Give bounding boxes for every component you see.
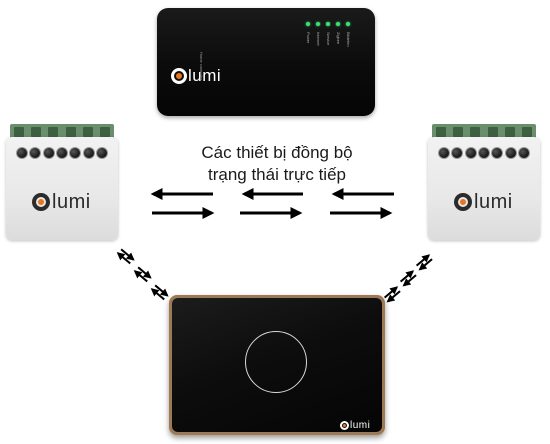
double-arrow-icon: [150, 284, 169, 301]
screw-row: [438, 147, 530, 161]
caption-line-1: Các thiết bị đồng bộ: [201, 143, 353, 162]
relay-module-right: lumi: [428, 124, 540, 240]
touch-switch: lumi: [169, 295, 385, 435]
led-dot: [336, 22, 340, 26]
double-arrow-icon: [133, 266, 152, 283]
brand-name: lumi: [474, 190, 513, 213]
lumi-mark-icon: [454, 193, 472, 211]
led-indicator: Internet: [315, 22, 322, 66]
lumi-logo: lumi: [32, 191, 91, 213]
screw-row: [16, 147, 108, 161]
led-dot: [306, 22, 310, 26]
relay-body: lumi: [428, 137, 540, 240]
relay-module-left: lumi: [6, 124, 118, 240]
led-label: Bitdefen: [346, 32, 351, 47]
sync-caption: Các thiết bị đồng bộ trạng thái trực tiế…: [168, 142, 386, 186]
sync-arrows-right: [383, 254, 433, 303]
double-arrow-icon: [383, 286, 401, 303]
lumi-logo: lumi: [171, 64, 221, 88]
model-label: Home controller: [199, 52, 204, 81]
led-indicator: Zigbee: [335, 22, 342, 66]
relay-body: lumi: [6, 137, 118, 240]
home-controller: Power Internet Service Zigbee Bitdefen: [157, 8, 375, 116]
touch-ring-icon: [245, 331, 307, 393]
brand-name: lumi: [188, 66, 222, 85]
lumi-logo: lumi: [454, 191, 513, 213]
lumi-mark-icon: [171, 68, 187, 84]
terminal-block: [10, 124, 114, 140]
double-arrow-icon: [116, 248, 135, 265]
led-label: Power: [306, 32, 311, 44]
led-dot: [316, 22, 320, 26]
led-indicator: Service: [325, 22, 332, 66]
double-arrow-icon: [399, 270, 417, 287]
led-label: Zigbee: [336, 32, 341, 45]
terminal-block: [432, 124, 536, 140]
led-indicator: Power: [305, 22, 312, 66]
led-dot: [346, 22, 350, 26]
caption-line-2: trạng thái trực tiếp: [207, 165, 346, 184]
lumi-mark-icon: [340, 421, 349, 430]
glass-panel: lumi: [172, 298, 382, 432]
led-label: Service: [326, 32, 331, 46]
lumi-mark-icon: [32, 193, 50, 211]
brand-name: lumi: [350, 420, 371, 431]
led-label: Internet: [316, 32, 321, 46]
brand-name: lumi: [52, 190, 91, 213]
double-arrow-icon: [415, 254, 433, 271]
led-dot: [326, 22, 330, 26]
lumi-logo: lumi: [340, 417, 371, 431]
status-led-panel: Power Internet Service Zigbee Bitdefen: [305, 22, 357, 62]
sync-arrows-left: [116, 248, 169, 301]
led-indicator: Bitdefen: [345, 22, 352, 66]
